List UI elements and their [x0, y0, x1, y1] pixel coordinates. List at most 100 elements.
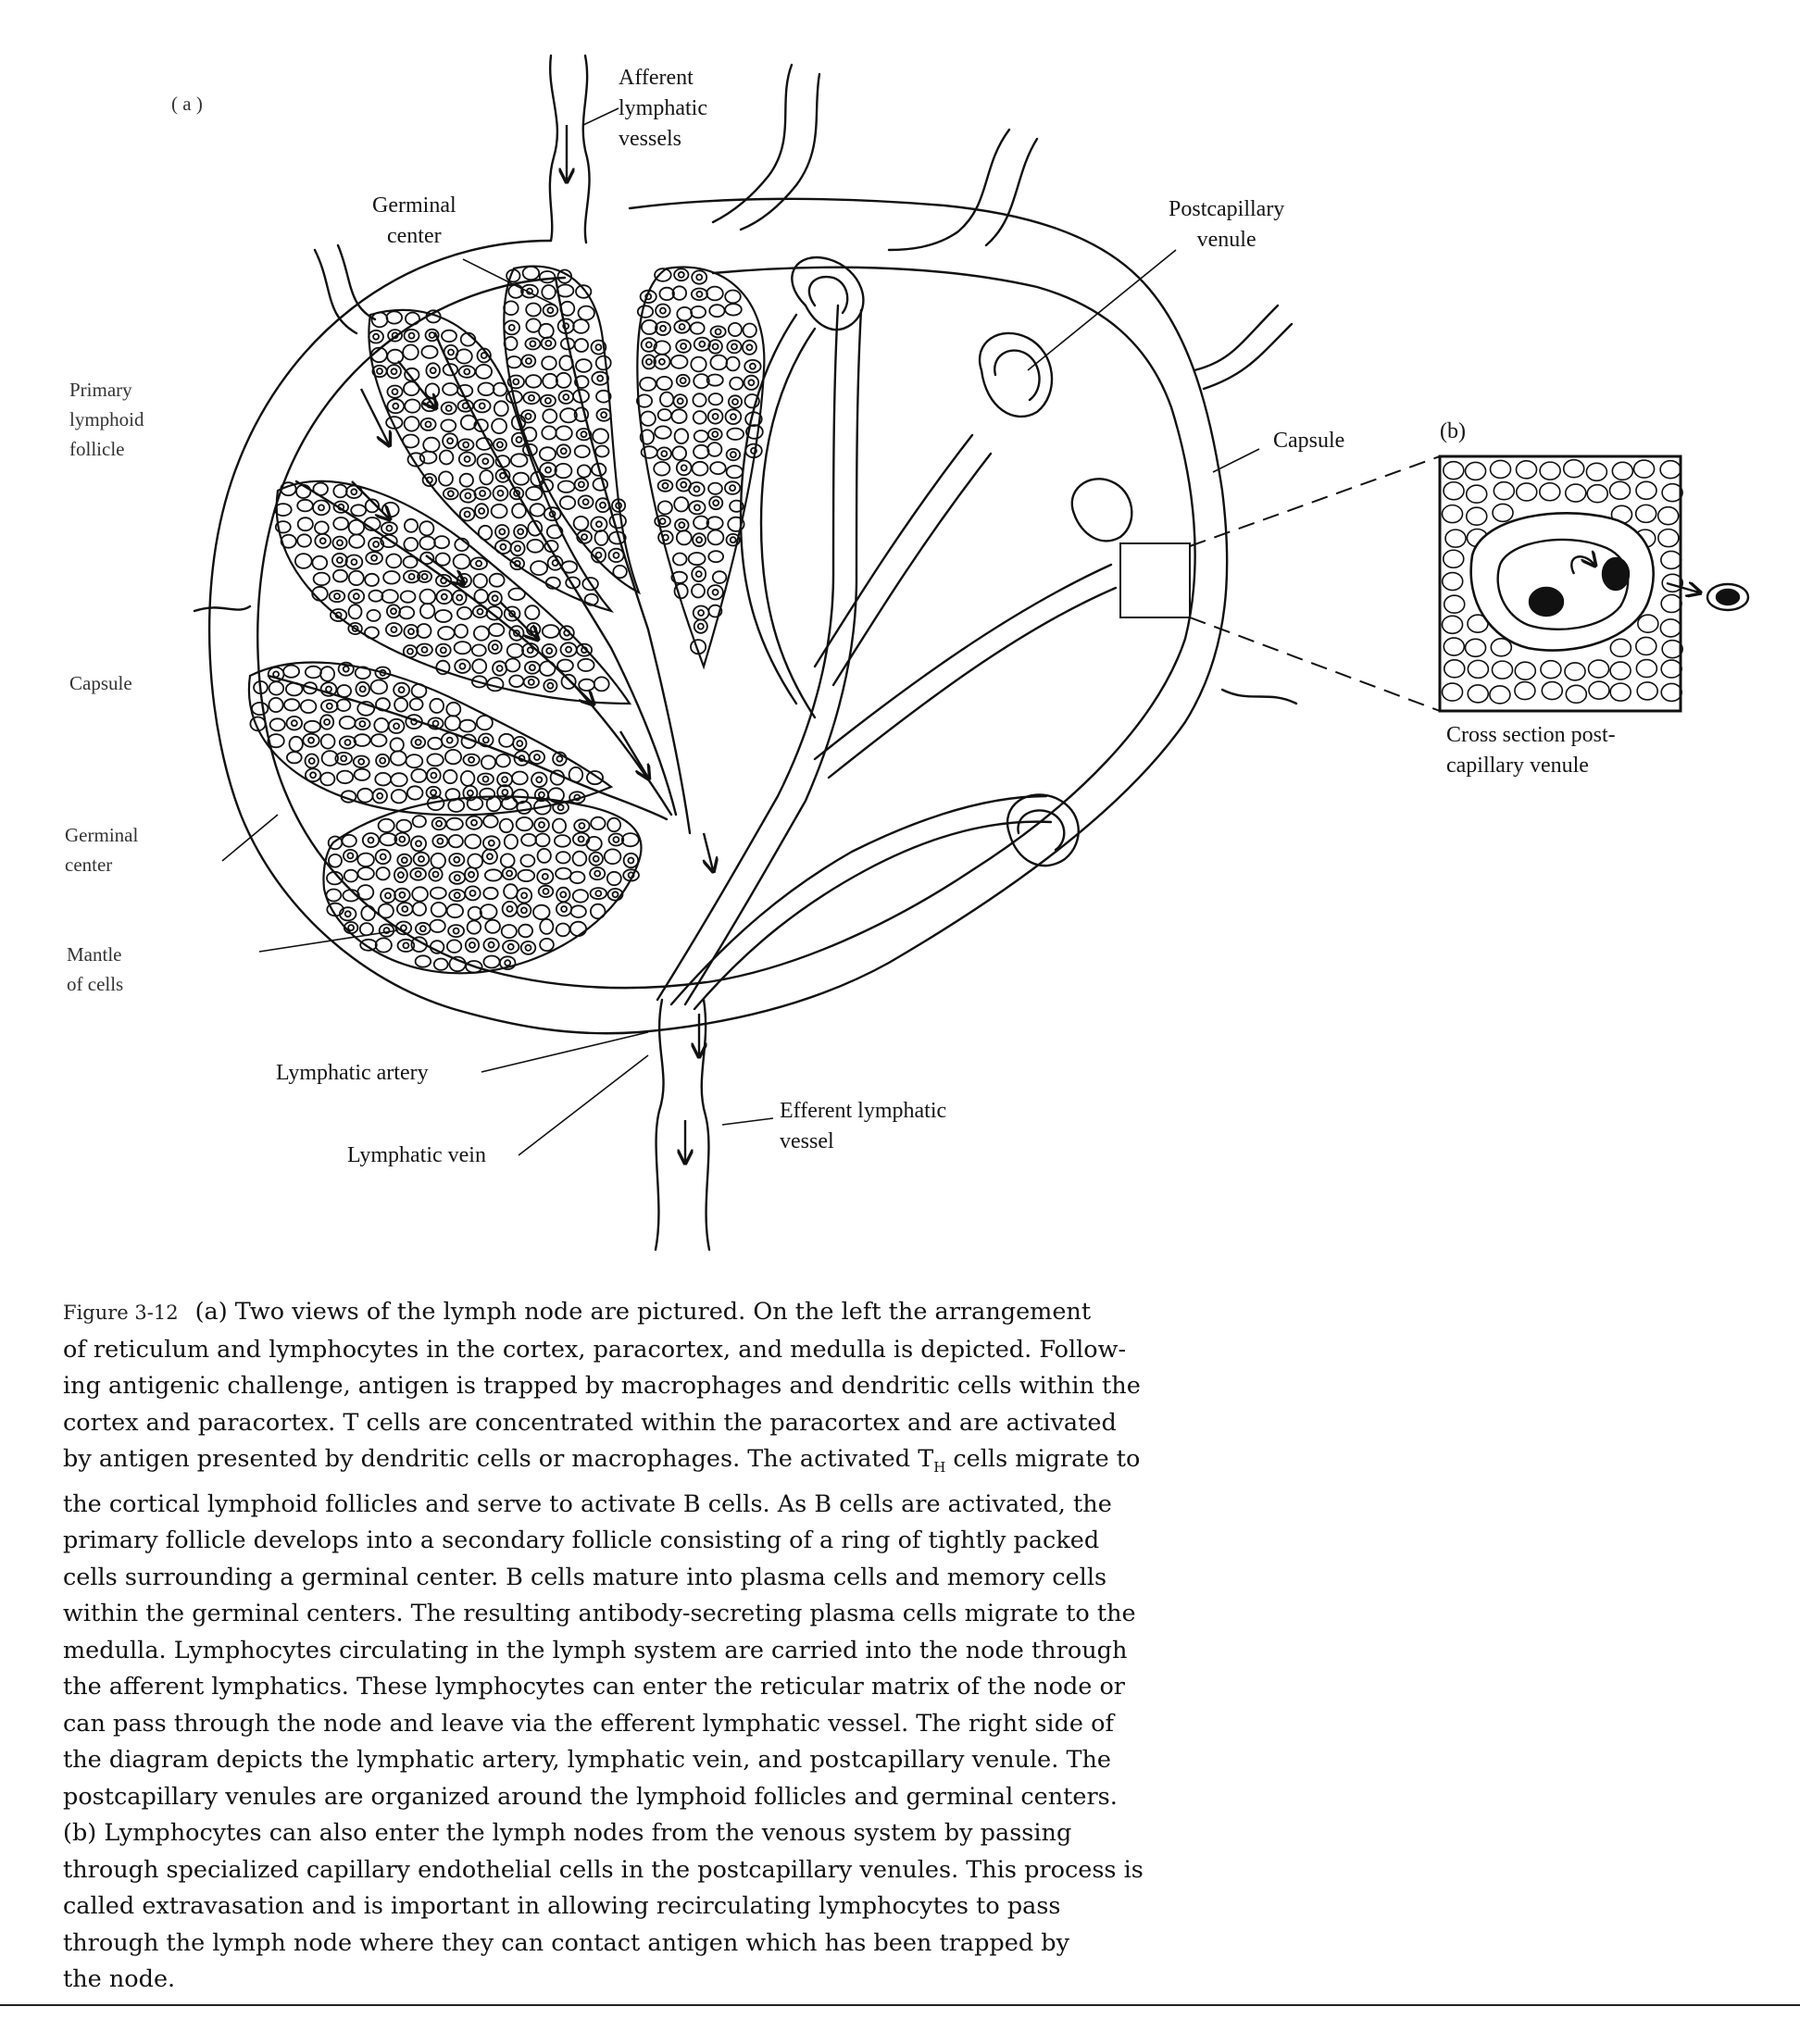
cell-nucleus	[476, 607, 484, 616]
lymphocyte-cell	[574, 375, 590, 389]
efferent-vessel-left	[654, 998, 665, 1252]
inset-cell	[1441, 504, 1464, 524]
lymphocyte-cell	[364, 572, 380, 587]
cell-nucleus	[351, 625, 359, 632]
lymphocyte-cell	[434, 642, 452, 658]
cell-nucleus	[461, 402, 469, 410]
lymphocyte-cell	[440, 401, 457, 416]
lymphocyte-cell	[509, 556, 525, 571]
lymphocyte-cell	[556, 658, 574, 673]
cell-nucleus	[749, 362, 756, 370]
lymphocyte-cell	[709, 325, 727, 339]
lymphocyte-cell	[335, 698, 352, 713]
inset-cell	[1659, 618, 1682, 638]
cell-nucleus	[506, 942, 515, 951]
lymphocyte-cell	[555, 866, 572, 880]
cell-nucleus	[491, 594, 499, 603]
lymphocyte-cell	[693, 443, 710, 460]
lymphocyte-cell	[725, 465, 744, 480]
lymphocyte-cell	[471, 604, 489, 618]
label-cross-section-line1: Cross section post-	[1446, 723, 1616, 747]
lymphocyte-cell	[325, 888, 343, 903]
cell-nucleus	[323, 718, 331, 726]
lymphocyte-cell	[509, 540, 526, 557]
lymphocyte-cell	[453, 641, 472, 655]
lymphocyte-cell	[657, 530, 674, 545]
trabecula-1	[554, 276, 692, 835]
cell-nucleus	[379, 756, 387, 765]
caption-line: the afferent lymphatics. These lymphocyt…	[63, 1673, 1126, 1701]
lymphocyte-cell	[267, 733, 285, 749]
zoom-connector-bottom	[1189, 617, 1441, 712]
lymphocyte-cell	[672, 393, 688, 409]
lymphocyte-cell	[319, 681, 338, 697]
cell-nucleus	[414, 870, 422, 879]
lymphocyte-cell	[554, 462, 573, 480]
lymphocyte-cell	[411, 815, 427, 829]
lymphocyte-cell	[343, 921, 359, 935]
lymphocyte-cell	[458, 506, 476, 522]
lymphocyte-cell	[670, 570, 688, 584]
lymphocyte-cell	[312, 499, 331, 517]
lymphocyte-cell	[538, 446, 556, 462]
lymphocyte-cell	[285, 681, 304, 697]
inset-cell	[1635, 658, 1658, 679]
cell-nucleus	[538, 821, 545, 829]
cell-nucleus	[447, 348, 455, 356]
cell-nucleus	[418, 855, 425, 863]
cell-nucleus	[367, 836, 375, 844]
lymphocyte-cell	[494, 455, 511, 468]
lymphocyte-cell	[320, 750, 339, 766]
lymphocyte-cell	[586, 770, 605, 786]
lymphocyte-cell	[607, 832, 625, 847]
lymphocyte-cell	[332, 517, 350, 531]
lymphocyte-cell	[403, 517, 419, 533]
lymphocyte-cell	[440, 731, 459, 749]
lymphocyte-cell	[482, 954, 501, 969]
lymphocyte-cell	[545, 524, 564, 540]
lymphocyte-cell	[690, 355, 707, 373]
lymphocyte-cell	[393, 866, 408, 883]
lymphocyte-cell	[594, 530, 609, 546]
lymphocyte-cell	[590, 339, 607, 355]
afferent-vessel-left	[548, 54, 559, 243]
lymphocyte-cell	[273, 503, 293, 517]
lymphocyte-cell	[589, 887, 608, 900]
lymphocyte-cell	[312, 481, 329, 496]
lymphocyte-cell	[498, 732, 515, 748]
lymphocyte-cell	[499, 853, 516, 868]
lymphocyte-cell	[540, 336, 556, 351]
lymphocyte-cell	[425, 785, 442, 800]
postcapillary-venule-3	[1070, 478, 1133, 542]
cell-nucleus	[517, 528, 525, 536]
lymphocyte-cell	[488, 622, 506, 638]
cell-nucleus	[508, 610, 516, 617]
branch-vessel-right	[1193, 304, 1280, 372]
lymphocyte-cell	[452, 554, 471, 570]
lymphocyte-cell	[569, 904, 587, 918]
lymphocyte-cell	[432, 957, 449, 971]
lymphocyte-cell	[429, 697, 445, 714]
lymphocyte-cell	[353, 767, 371, 781]
label-postcapillary-line2: venule	[1196, 228, 1256, 252]
cell-nucleus	[563, 629, 571, 637]
lymphocyte-cell	[419, 603, 436, 619]
cell-nucleus	[714, 328, 722, 336]
lymphocyte-cell	[319, 733, 336, 750]
lymphocyte-cell	[347, 589, 366, 604]
lymphocyte-cell	[519, 854, 536, 868]
lymphocyte-cell	[438, 470, 454, 487]
lymphocyte-cell	[693, 430, 709, 443]
cell-nucleus	[309, 771, 318, 779]
cell-nucleus	[541, 873, 549, 880]
inset-cell	[1443, 594, 1466, 615]
lymphocyte-cell	[410, 936, 428, 953]
lymphocyte-cell	[285, 751, 303, 765]
zoom-region-box	[1119, 542, 1191, 618]
lymphocyte-cell	[368, 330, 384, 344]
cell-nucleus	[446, 437, 455, 445]
cell-nucleus	[594, 343, 603, 352]
lymphocyte-cell	[368, 589, 384, 603]
lymphocyte-cell	[299, 699, 318, 714]
lymphocyte-cell	[389, 737, 405, 753]
